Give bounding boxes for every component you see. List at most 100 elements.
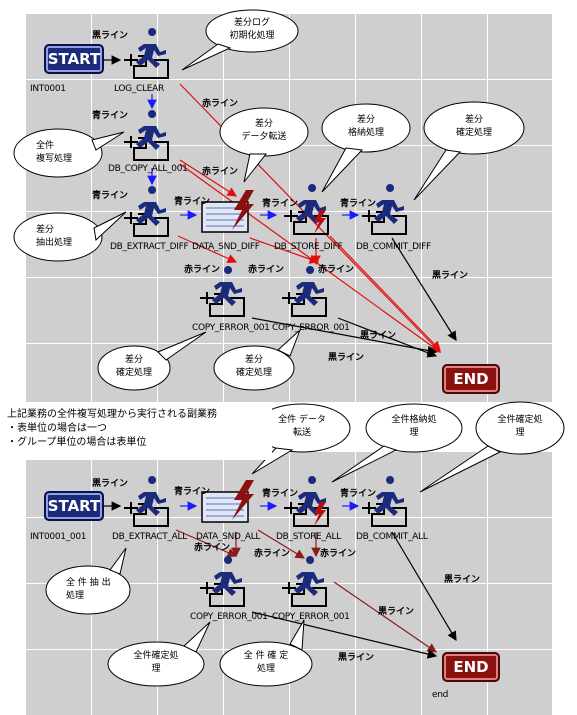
callout-log-init: 差分ログ初期化処理 [229,18,275,41]
note-box: 上記業務の全件複写処理から実行される副業務 ・表単位の場合は一つ ・グループ単位… [4,406,272,460]
line-label-blue-4: 青ライン [262,199,299,209]
line-label-red-5: 赤ライン [318,265,355,275]
note-item-1: ・表単位の場合は一つ [7,423,107,434]
link-extract-err1 [177,235,238,263]
bubble-all-commit [475,401,565,455]
node-label-log-clear: LOG_CLEAR [114,84,164,94]
line-label-blue-2: 青ライン [92,191,129,201]
job-icon-copy-all [124,110,169,161]
bubble-all-commit-2 [107,641,205,687]
start-id-bottom: INT0001_001 [30,532,87,542]
bubble-full-copy [13,128,103,178]
line-label-red-1: 赤ライン [202,99,239,109]
link-store-end [329,235,441,351]
node-label-copy-err-3: COPY_ERROR_001 [190,612,268,622]
node-label-extract-all: DB_EXTRACT_ALL [112,532,187,542]
job-icon-copy-err-4 [282,556,327,607]
job-icon-copy-err-1 [200,266,245,317]
node-label-commit-diff: DB_COMMIT_DIFF [356,242,431,252]
job-icon-copy-err-3 [200,556,245,607]
callout-diff-extract: 差分抽出処理 [36,225,73,248]
line-label-red-8: 赤ライン [320,549,357,559]
line-label-black-2: 黒ライン [432,271,469,281]
line-label-blue-5: 青ライン [340,199,377,209]
note-item-2: ・グループ単位の場合は表単位 [7,437,147,448]
grid-background-top [26,14,552,402]
callout-all-extract: 全 件 抽 出処理 [66,578,111,601]
link-copyall-snd [179,159,238,197]
link-commit-end2 [391,531,457,642]
callout-all-store: 全件格納処理 [391,415,437,438]
job-icon-commit-all [362,476,407,527]
link-commit-end [391,237,457,342]
node-label-data-snd-diff: DATA_SND_DIFF [192,242,260,252]
job-icon-store-all [284,476,329,527]
line-label-red-4: 赤ライン [248,265,285,275]
node-label-store-diff: DB_STORE_DIFF [274,242,343,252]
line-label-blue-1: 青ライン [92,111,129,121]
bubble-diff-store [321,103,411,153]
line-label-red-2: 赤ライン [202,167,239,177]
link-err4-end2 [333,581,437,653]
callout-diff-commit: 差分確定処理 [455,115,492,138]
link-err3-end2 [251,611,438,659]
callout-diff-transfer: 差分デー夕転送 [241,119,287,142]
callout-all-commit: 全件確定処理 [497,415,543,438]
line-label-red-6: 赤ライン [194,543,231,553]
callout-diff-store: 差分格納処理 [347,115,384,138]
job-icon-extract-diff [124,186,169,237]
callout-all-commit-3: 全 件 確 定処理 [243,651,289,674]
line-label-red-7: 赤ライン [254,549,291,559]
node-label-extract-diff: DB_EXTRACT_DIFF [110,242,189,252]
line-label-black-3: 黒ライン [360,331,397,341]
callout-all-commit-2: 全件確定処理 [133,651,179,674]
job-icon-extract-all [124,476,169,527]
job-icon-log-clear [124,28,169,79]
link-err1-end [251,317,438,356]
bubble-log-init [205,9,299,53]
line-label-black-6: 黒ライン [444,575,481,585]
node-label-end: end [432,690,449,700]
line-label-black-8: 黒ライン [338,653,375,663]
start-badge-bottom: START [44,491,104,521]
callout-full-copy: 全件複写処理 [36,141,73,164]
start-id-top: INT0001 [30,84,66,94]
link-snd-err4 [257,529,306,559]
callout-diff-commit-3: 差分確定処理 [235,355,272,378]
line-label-red-3: 赤ライン [184,265,221,275]
node-label-data-snd-all: DATA_SND_ALL [196,532,261,542]
bubble-diff-commit-2 [97,345,171,391]
end-badge-bottom: END [442,652,500,682]
line-label-black-4: 黒ライン [328,353,365,363]
transfer-icon-diff [201,190,254,233]
line-label-black-1: 黒ライン [92,31,129,41]
node-label-copy-all: DB_COPY_ALL_001 [108,164,188,174]
bubble-diff-commit-3 [213,345,295,391]
link-err2-end [337,317,438,358]
node-label-commit-all: DB_COMMIT_ALL [356,532,428,542]
job-icon-copy-err-2 [282,266,327,317]
line-label-black-5: 黒ライン [92,479,129,489]
node-label-copy-err-2: COPY_ERROR_001 [272,323,350,333]
note-title: 上記業務の全件複写処理から実行される副業務 [7,409,217,420]
node-label-copy-err-4: COPY_ERROR_001 [272,612,350,622]
job-icon-commit-diff [362,184,407,235]
job-icon-store-diff [284,184,329,235]
start-badge-top: START [44,44,104,74]
node-label-store-all: DB_STORE_ALL [276,532,341,542]
line-label-blue-8: 青ライン [340,489,377,499]
line-label-black-7: 黒ライン [378,607,415,617]
bubble-all-commit-3 [219,641,313,687]
link-extract-err3 [175,529,238,558]
bubble-all-extract [45,565,131,615]
bubble-diff-extract [13,212,103,262]
callout-diff-commit-2: 差分確定処理 [115,355,152,378]
end-badge-top: END [442,364,500,394]
transfer-icon-all [201,480,254,523]
node-label-copy-err-1: COPY_ERROR_001 [192,323,270,333]
line-label-blue-7: 青ライン [262,489,299,499]
link-snd-err2 [249,237,320,264]
